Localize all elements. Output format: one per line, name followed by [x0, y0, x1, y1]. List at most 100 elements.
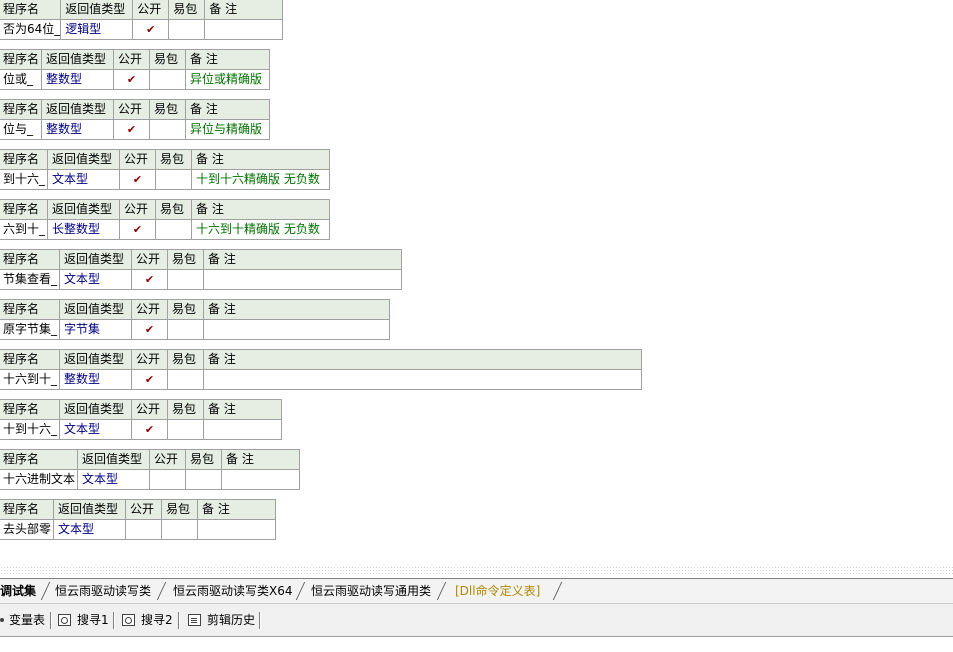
note-cell[interactable]: [203, 269, 402, 290]
note-cell[interactable]: [221, 469, 300, 490]
note-cell[interactable]: 异位与精确版: [185, 119, 270, 140]
subroutine-name-cell[interactable]: 六到十_: [0, 219, 48, 240]
return-type-cell[interactable]: 整数型: [59, 369, 132, 390]
subroutine-row[interactable]: 十六到十_整数型✔: [0, 369, 642, 390]
subroutine-row[interactable]: 位或_整数型 ✔ 异位或精确版: [0, 69, 270, 90]
tab-debug-set[interactable]: 调试集: [0, 584, 37, 598]
easy-pack-cell[interactable]: [167, 319, 204, 340]
easy-pack-cell[interactable]: [167, 269, 204, 290]
subroutine-name-cell[interactable]: 十到十六_: [0, 419, 60, 440]
return-type-cell[interactable]: 整数型: [41, 119, 114, 140]
tab-driver-rw-class[interactable]: 恒云雨驱动读写类: [55, 584, 152, 598]
subroutine-row[interactable]: 否为64位_逻辑型✔: [0, 19, 284, 40]
subroutine-table: 程序名返回值类型公开易包备 注去头部零文本型: [0, 499, 276, 540]
subroutine-row[interactable]: 十六进制文本文本型: [0, 469, 300, 490]
return-type-cell[interactable]: 文本型: [53, 519, 126, 540]
return-type-cell[interactable]: 整数型: [41, 69, 114, 90]
subroutine-name-cell[interactable]: 到十六_: [0, 169, 48, 190]
header-public-cell: 公开: [131, 349, 168, 370]
public-check-cell[interactable]: ✔: [131, 369, 168, 390]
subroutine-name-cell[interactable]: 位与_: [0, 119, 42, 140]
public-check-cell[interactable]: ✔: [119, 219, 156, 240]
return-type-cell[interactable]: 逻辑型: [60, 19, 134, 40]
status-strip: [0, 637, 953, 652]
return-type-cell[interactable]: 长整数型: [47, 219, 120, 240]
subroutine-name-cell[interactable]: 否为64位_: [0, 19, 62, 40]
clipboard-icon: [188, 614, 201, 626]
easy-pack-cell[interactable]: [167, 419, 204, 440]
tab-dll-command-table[interactable]: [Dll命令定义表]: [455, 584, 541, 598]
note-cell[interactable]: 十六到十精确版 无负数: [191, 219, 330, 240]
tab-driver-rw-class-x64[interactable]: 恒云雨驱动读写类X64: [173, 584, 293, 598]
header-name-cell: 程序名: [0, 49, 42, 70]
note-cell[interactable]: [203, 319, 390, 340]
checkmark-icon: ✔: [144, 273, 155, 286]
header-note-cell: 备 注: [197, 499, 276, 520]
tab-separator: [156, 582, 167, 600]
note-cell[interactable]: [197, 519, 276, 540]
return-type-cell[interactable]: 文本型: [59, 269, 132, 290]
header-name-cell: 程序名: [0, 399, 60, 420]
header-note-cell: 备 注: [203, 249, 402, 270]
return-type-cell[interactable]: 字节集: [59, 319, 132, 340]
header-name-cell: 程序名: [0, 199, 48, 220]
subroutine-row[interactable]: 原字节集_字节集✔: [0, 319, 390, 340]
public-check-cell[interactable]: ✔: [113, 119, 150, 140]
easy-pack-cell[interactable]: [155, 219, 192, 240]
header-note-cell: 备 注: [204, 0, 284, 20]
easy-pack-cell[interactable]: [155, 169, 192, 190]
header-easy-pack-cell: 易包: [167, 399, 204, 420]
easy-pack-cell[interactable]: [149, 119, 186, 140]
return-type-cell[interactable]: 文本型: [47, 169, 120, 190]
subroutine-row[interactable]: 节集查看_文本型 ✔: [0, 269, 402, 290]
easy-pack-cell[interactable]: [161, 519, 198, 540]
header-easy-pack-cell: 易包: [161, 499, 198, 520]
public-check-cell[interactable]: ✔: [131, 319, 168, 340]
subroutine-name-cell[interactable]: 去头部零: [0, 519, 54, 540]
header-name-cell: 程序名: [0, 149, 48, 170]
note-cell[interactable]: [203, 369, 642, 390]
clip-history-button[interactable]: 剪辑历史: [188, 611, 255, 629]
subroutine-row[interactable]: 六到十_长整数型✔ 十六到十精确版 无负数: [0, 219, 330, 240]
return-type-cell[interactable]: 文本型: [77, 469, 150, 490]
subroutine-row[interactable]: 位与_整数型✔ 异位与精确版: [0, 119, 270, 140]
public-check-cell[interactable]: ✔: [113, 69, 150, 90]
public-check-cell[interactable]: [149, 469, 186, 490]
easy-pack-cell[interactable]: [167, 369, 204, 390]
tab-driver-rw-generic-class[interactable]: 恒云雨驱动读写通用类: [311, 584, 432, 598]
subroutine-row[interactable]: 去头部零文本型: [0, 519, 276, 540]
public-check-cell[interactable]: ✔: [132, 19, 170, 40]
subroutine-name-cell[interactable]: 节集查看_: [0, 269, 60, 290]
note-cell[interactable]: 异位或精确版: [185, 69, 270, 90]
subroutine-name-cell[interactable]: 十六进制文本: [0, 469, 78, 490]
public-check-cell[interactable]: ✔: [131, 269, 168, 290]
subroutine-tables-area: 程序名返回值类型公开易包备 注否为64位_逻辑型✔程序名返回值类型公开易包备 注…: [0, 0, 642, 540]
bottom-toolbar: 变量表 搜寻1 搜寻2 剪辑历史: [0, 604, 953, 637]
checkmark-icon: ✔: [126, 73, 137, 86]
subroutine-row[interactable]: 到十六_文本型✔ 十到十六精确版 无负数: [0, 169, 330, 190]
note-cell[interactable]: [203, 419, 282, 440]
header-note-cell: 备 注: [203, 299, 390, 320]
header-public-cell: 公开: [131, 399, 168, 420]
subroutine-name-cell[interactable]: 位或_: [0, 69, 42, 90]
var-table-button[interactable]: 变量表: [0, 611, 45, 629]
easy-pack-cell[interactable]: [168, 19, 206, 40]
easy-pack-cell[interactable]: [149, 69, 186, 90]
search1-button[interactable]: 搜寻1: [58, 611, 109, 629]
public-check-cell[interactable]: [125, 519, 162, 540]
header-easy-pack-cell: 易包: [167, 299, 204, 320]
public-check-cell[interactable]: ✔: [131, 419, 168, 440]
easy-pack-cell[interactable]: [185, 469, 222, 490]
header-public-cell: 公开: [113, 49, 150, 70]
return-type-cell[interactable]: 文本型: [59, 419, 132, 440]
subroutine-name-cell[interactable]: 原字节集_: [0, 319, 60, 340]
subroutine-row[interactable]: 十到十六_文本型✔: [0, 419, 282, 440]
header-return-type-cell: 返回值类型: [59, 249, 132, 270]
subroutine-name-cell[interactable]: 十六到十_: [0, 369, 60, 390]
public-check-cell[interactable]: ✔: [119, 169, 156, 190]
note-cell[interactable]: [204, 19, 284, 40]
search2-label: 搜寻2: [141, 613, 173, 627]
search2-button[interactable]: 搜寻2: [122, 611, 173, 629]
note-cell[interactable]: 十到十六精确版 无负数: [191, 169, 330, 190]
subroutine-table: 程序名返回值类型公开易包备 注十到十六_文本型✔: [0, 399, 282, 440]
